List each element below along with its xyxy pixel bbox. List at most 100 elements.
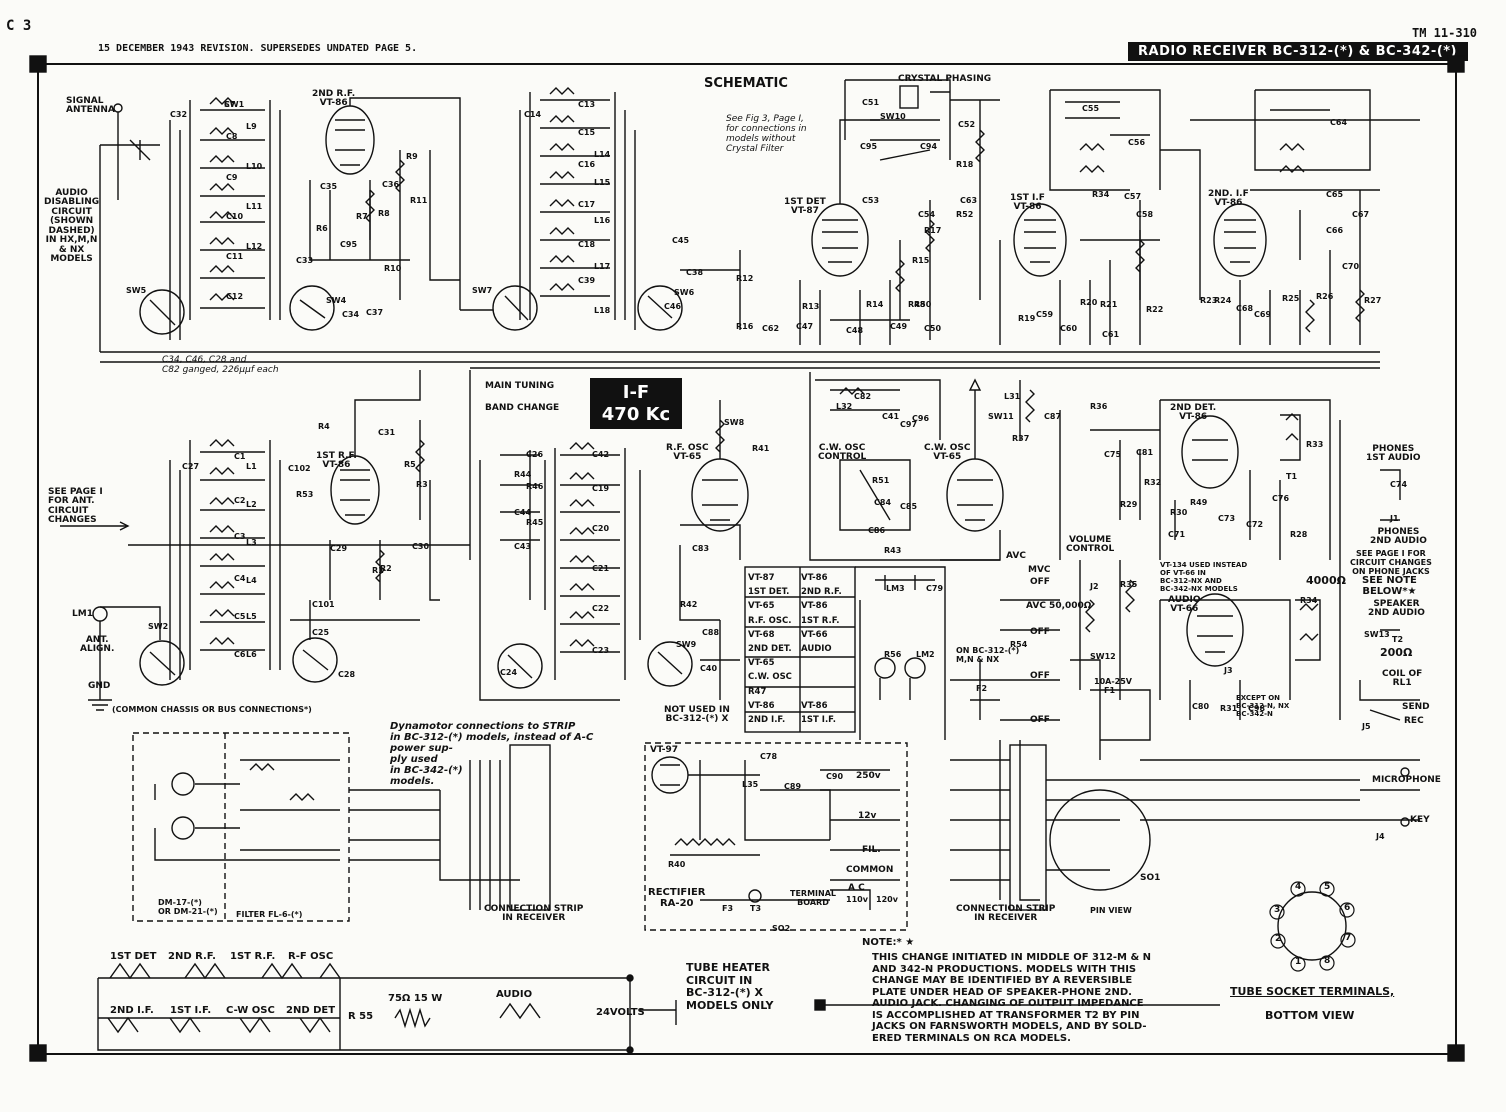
tube-ref: 2ND DET. [1170,403,1217,413]
component-ref-label: C26 [526,450,544,459]
component-ref-label: R56 [884,650,902,659]
off-label-2: OFF [1030,627,1050,637]
cwosc-tube [946,378,1004,532]
component-ref-label: R3 [416,480,428,489]
filter-label: FILTER FL-6-(*) [236,910,303,919]
socket-pin-7: 7 [1345,933,1352,943]
dynamotor-note: Dynamotor connections to STRIP in BC-312… [390,721,594,787]
component-ref-label: C39 [578,276,596,285]
component-ref-label: C65 [1326,190,1344,199]
det1-tube [811,119,880,277]
page-title: RADIO RECEIVER BC-312-(*) & BC-342-(*) [1128,42,1468,61]
tube-table-cell: C.W. OSC [748,672,792,683]
component-ref-label: C63 [960,196,978,205]
component-ref-label: R11 [410,196,428,205]
component-ref-label: C62 [762,324,780,333]
component-ref-label: J4 [1376,832,1385,841]
see-page-ant-label: SEE PAGE I FOR ANT. CIRCUIT CHANGES [48,487,103,526]
component-ref-label: C75 [1104,450,1122,459]
tube-table-cell: VT-86 [801,573,828,583]
tube-ref: AUDIO [1168,595,1201,605]
tube-type: VT-86 [319,98,348,109]
strip-right-label: CONNECTION STRIP IN RECEIVER [956,904,1056,924]
tube-ref: 2ND. I.F [1208,189,1249,199]
component-ref-label: R29 [1120,500,1138,509]
component-ref-label: C5 [234,612,246,621]
strip-left-label: CONNECTION STRIP IN RECEIVER [484,904,584,924]
component-ref-label: R45 [526,518,544,527]
vt134-note: VT-134 USED INSTEAD OF VT-66 IN BC-312-N… [1160,561,1248,593]
socket-pin-2: 2 [1275,934,1282,944]
component-ref-label: R34 [1300,596,1318,605]
rf1-coil-stack [169,439,281,680]
v250-label: 250v [856,771,881,781]
tube-table-cell: VT-86 [801,700,828,711]
tube-type: VT-86 [1013,202,1042,213]
crystal-phasing-label: CRYSTAL PHASING [898,74,992,84]
component-ref-label: SW8 [724,418,745,427]
component-ref-label: C64 [1330,118,1348,127]
component-ref-label: C72 [1246,520,1264,529]
component-ref-label: C69 [1254,310,1272,319]
component-ref-label: L15 [594,178,611,187]
audio-disabling-label: AUDIO DISABLING CIRCUIT (SHOWN DASHED) I… [44,188,100,265]
component-ref-label: C46 [664,302,682,311]
osc-coil-stack [500,442,641,680]
cw-osc-control-label: C.W. OSC CONTROL [818,443,867,463]
see-page-phone-label: SEE PAGE I FOR CIRCUIT CHANGES ON PHONE … [1350,549,1432,576]
component-ref-label: C95 [340,240,358,249]
schematic-title: SCHEMATIC [704,76,788,91]
tube-table-cell [801,670,854,684]
component-ref-label: L32 [836,402,853,411]
component-ref-label: L18 [594,306,611,315]
component-ref-label: C85 [900,502,918,511]
component-ref-label: R30 [1170,508,1188,517]
rf2-tube [325,97,461,310]
component-ref-label: C94 [920,142,938,151]
common-label: COMMON [846,865,894,875]
heater-top-3: 1ST R.F. [230,951,276,962]
component-ref-label: C4 [234,574,246,583]
component-ref-label: C97 [900,420,918,429]
component-ref-label: C22 [592,604,610,613]
lm1-label: LM1 [72,609,93,619]
component-ref-label: SW12 [1090,652,1116,661]
component-ref-label: C41 [882,412,900,421]
off-label-4: OFF [1030,715,1050,725]
component-ref-label: R6 [316,224,328,233]
tube-table-cell: VT-86 [748,700,775,711]
tube-table-cell: 1ST DET. [748,587,790,598]
tube-label-det2: 2ND DET.VT-86 [1170,403,1217,423]
component-ref-label: LM2 [916,650,935,659]
component-ref-label: R31 [1220,704,1238,713]
component-ref-label: C9 [226,173,238,182]
tube-ref: 1ST DET [784,197,826,207]
key-label: KEY [1410,815,1430,825]
tube-table-row: R.F. OSC.1ST R.F. [748,614,854,628]
component-ref-label: C67 [1352,210,1370,219]
tube-table-cell [801,656,854,670]
signal-antenna-label: SIGNAL ANTENNA [66,96,115,116]
heater-top-2: 2ND R.F. [168,951,216,962]
component-ref-label: SW1 [224,100,245,109]
tube-table-row: 2ND DET.AUDIO [748,642,854,656]
component-ref-label: C32 [170,110,188,119]
component-ref-label: L10 [246,162,263,171]
component-ref-label: R34 [1092,190,1110,199]
volume-control-label: VOLUME CONTROL [1066,535,1115,555]
component-ref-label: C21 [592,564,610,573]
socket-title: TUBE SOCKET TERMINALS, [1230,985,1395,998]
component-ref-label: R16 [736,322,754,331]
dm-label: DM-17-(*) OR DM-21-(*) [158,898,218,916]
component-ref-label: C37 [366,308,384,317]
component-ref-label: C73 [1218,514,1236,523]
ganged-note: C34, C46, C28 and C82 ganged, 226μμf eac… [162,355,279,375]
avc-50k-label: AVC 50,000Ω [1026,601,1092,611]
